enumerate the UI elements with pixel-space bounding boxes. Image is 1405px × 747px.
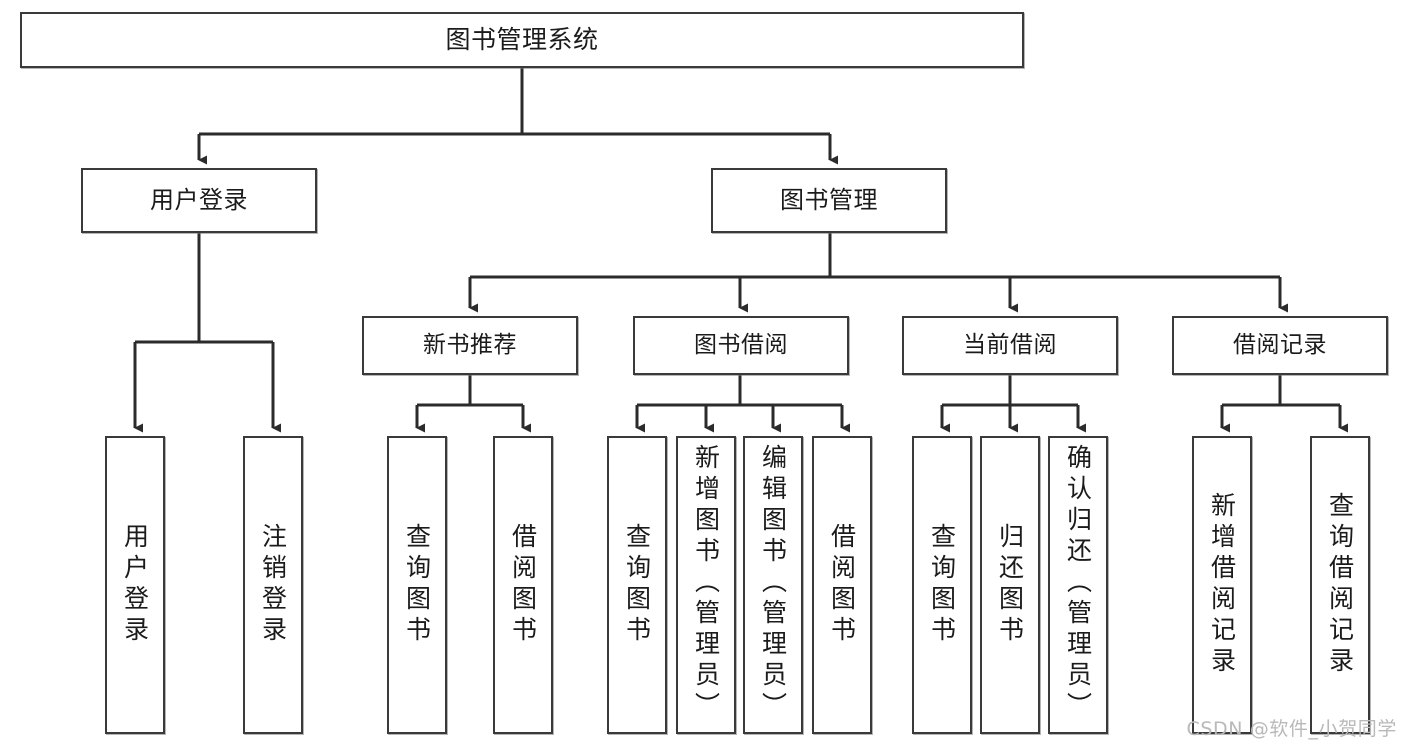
node-leaf-add-record-label: 新增借阅记录 <box>1207 492 1237 678</box>
node-leaf-edit-book-label: 编辑图书（管理员） <box>758 444 788 723</box>
node-user-login[interactable]: 用户登录 <box>81 168 317 233</box>
node-leaf-query-record[interactable]: 查询借阅记录 <box>1310 436 1370 734</box>
node-leaf-borrow-book-1[interactable]: 借阅图书 <box>493 436 553 734</box>
node-leaf-return-book-label: 归还图书 <box>995 523 1025 647</box>
node-book-borrow-label: 图书借阅 <box>694 331 788 358</box>
node-leaf-query-book-1-label: 查询图书 <box>402 523 432 647</box>
node-current-borrow-label: 当前借阅 <box>963 331 1057 358</box>
node-leaf-query-book-3[interactable]: 查询图书 <box>912 436 972 734</box>
node-leaf-query-book-3-label: 查询图书 <box>927 523 957 647</box>
node-leaf-borrow-book-1-label: 借阅图书 <box>508 523 538 647</box>
node-root[interactable]: 图书管理系统 <box>20 12 1024 68</box>
node-user-login-label: 用户登录 <box>150 186 248 215</box>
node-leaf-return-book[interactable]: 归还图书 <box>980 436 1040 734</box>
node-leaf-user-login-label: 用户登录 <box>120 523 150 647</box>
node-leaf-query-book-2-label: 查询图书 <box>622 523 652 647</box>
node-book-manage-label: 图书管理 <box>780 186 878 215</box>
node-borrow-record[interactable]: 借阅记录 <box>1172 316 1388 375</box>
node-leaf-add-book[interactable]: 新增图书（管理员） <box>676 436 736 734</box>
node-new-book-recommend-label: 新书推荐 <box>423 331 517 358</box>
node-leaf-confirm-return-label: 确认归还（管理员） <box>1063 444 1093 723</box>
node-leaf-query-book-1[interactable]: 查询图书 <box>387 436 447 734</box>
node-leaf-borrow-book-2-label: 借阅图书 <box>827 523 857 647</box>
node-current-borrow[interactable]: 当前借阅 <box>902 316 1118 375</box>
node-book-manage[interactable]: 图书管理 <box>711 168 947 233</box>
node-book-borrow[interactable]: 图书借阅 <box>633 316 849 375</box>
node-root-label: 图书管理系统 <box>445 25 599 54</box>
node-leaf-confirm-return[interactable]: 确认归还（管理员） <box>1048 436 1108 734</box>
node-borrow-record-label: 借阅记录 <box>1233 331 1327 358</box>
node-leaf-user-login[interactable]: 用户登录 <box>105 436 165 734</box>
node-leaf-add-book-label: 新增图书（管理员） <box>691 444 721 723</box>
node-leaf-borrow-book-2[interactable]: 借阅图书 <box>812 436 872 734</box>
node-leaf-user-logout[interactable]: 注销登录 <box>243 436 303 734</box>
node-leaf-user-logout-label: 注销登录 <box>258 523 288 647</box>
node-leaf-edit-book[interactable]: 编辑图书（管理员） <box>743 436 803 734</box>
node-new-book-recommend[interactable]: 新书推荐 <box>362 316 578 375</box>
node-leaf-query-book-2[interactable]: 查询图书 <box>607 436 667 734</box>
node-leaf-add-record[interactable]: 新增借阅记录 <box>1192 436 1252 734</box>
node-leaf-query-record-label: 查询借阅记录 <box>1325 492 1355 678</box>
